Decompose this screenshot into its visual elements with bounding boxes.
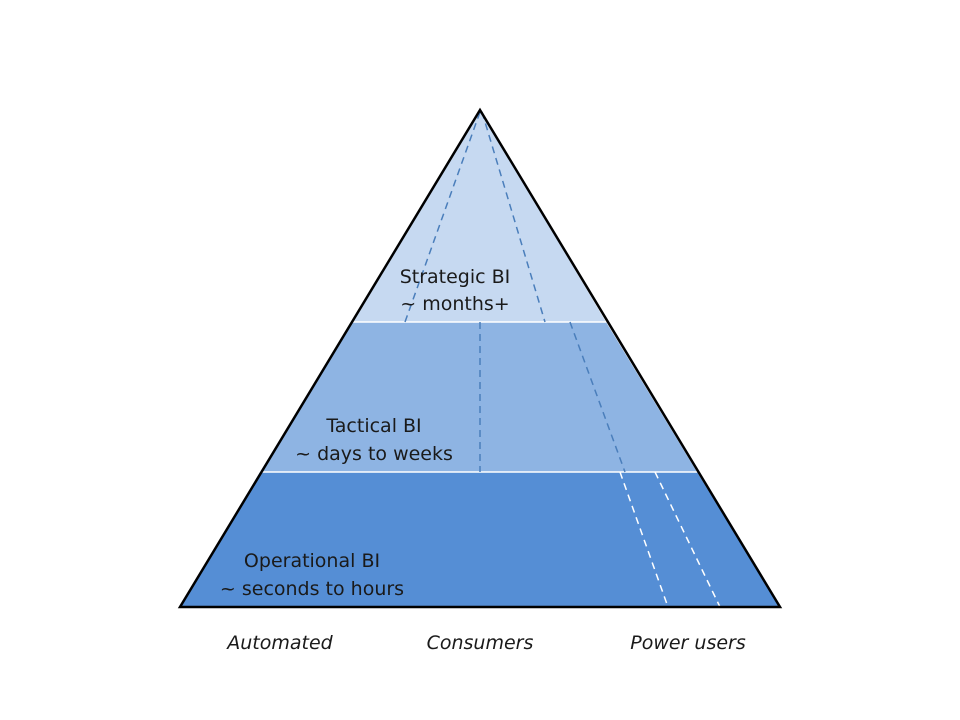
strategic-title: Strategic BI [400, 266, 511, 288]
divider-consumers-power-users-upper [481, 111, 546, 323]
axis-label-power-users: Power users [630, 632, 746, 654]
divider-automated-consumers [404, 111, 481, 323]
operational-tier [180, 472, 780, 607]
axis-label-automated: Automated [225, 632, 333, 654]
tactical-tier [260, 322, 697, 472]
strategic-tier [352, 110, 606, 322]
divider-power-users-outer [654, 471, 721, 608]
strategic-timeframe: ~ months+ [400, 293, 509, 315]
pyramid-outline [177, 107, 783, 609]
tactical-timeframe: ~ days to weeks [295, 443, 453, 465]
axis-label-consumers: Consumers [427, 632, 534, 654]
operational-timeframe: ~ seconds to hours [220, 578, 404, 600]
operational-title: Operational BI [244, 550, 380, 572]
divider-consumers-power-users-middle [569, 321, 626, 473]
tactical-title: Tactical BI [325, 415, 421, 437]
